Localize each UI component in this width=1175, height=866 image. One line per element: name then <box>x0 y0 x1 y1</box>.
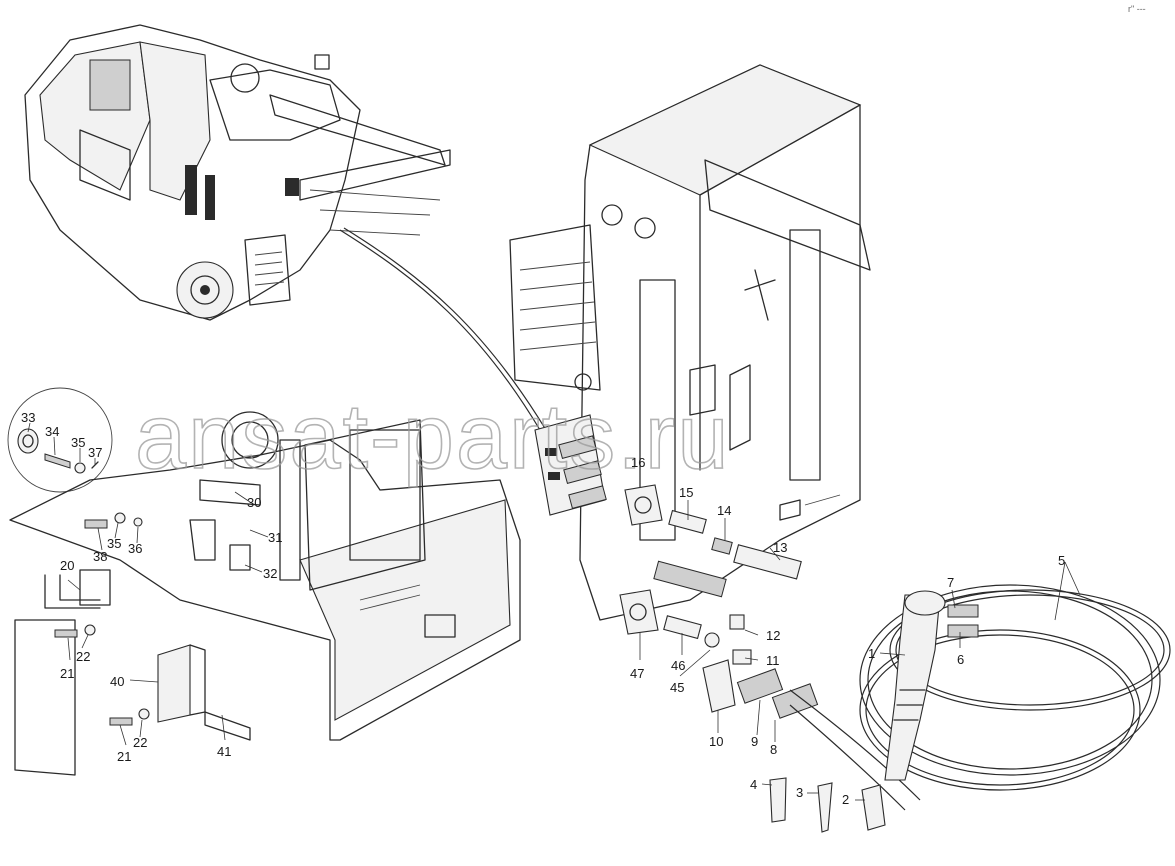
callout-label: 8 <box>770 742 777 757</box>
callout-label: 14 <box>717 503 731 518</box>
machine-overview <box>24 24 451 321</box>
callout-label: 13 <box>773 540 787 555</box>
callout-label: 36 <box>128 541 142 556</box>
frame-assembly <box>9 411 521 776</box>
callout-label: 4 <box>750 777 757 792</box>
callout-label: 6 <box>957 652 964 667</box>
valve-block <box>534 414 607 516</box>
callout-label: 30 <box>247 495 261 510</box>
callout-label: 22 <box>133 735 147 750</box>
callout-label: 22 <box>76 649 90 664</box>
routing-hose <box>339 229 541 431</box>
callout-label: 5 <box>1058 553 1065 568</box>
leader-lines <box>27 422 1081 801</box>
callout-label: 45 <box>670 680 684 695</box>
callout-label: 31 <box>268 530 282 545</box>
callout-label: 41 <box>217 744 231 759</box>
callout-label: 46 <box>671 658 685 673</box>
callout-label: 33 <box>21 410 35 425</box>
corner-mark: r" --- <box>1128 4 1146 14</box>
watermark-text: ansat-parts.ru <box>135 386 731 488</box>
callout-label: 32 <box>263 566 277 581</box>
callout-labels: 1 2 3 4 5 6 7 8 9 10 11 12 13 14 15 16 2… <box>21 410 1065 807</box>
callout-label: 3 <box>796 785 803 800</box>
callout-label: 1 <box>868 646 875 661</box>
callout-label: 7 <box>947 575 954 590</box>
callout-label: 34 <box>45 424 59 439</box>
callout-label: 35 <box>107 536 121 551</box>
callout-label: 2 <box>842 792 849 807</box>
detail-circle <box>7 387 113 493</box>
callout-label: 47 <box>630 666 644 681</box>
callout-label: 9 <box>751 734 758 749</box>
callout-label: 10 <box>709 734 723 749</box>
callout-label: 16 <box>631 455 645 470</box>
fittings-parts <box>619 484 841 719</box>
callout-label: 12 <box>766 628 780 643</box>
callout-label: 35 <box>71 435 85 450</box>
callout-label: 21 <box>60 666 74 681</box>
callout-label: 40 <box>110 674 124 689</box>
callout-label: 11 <box>766 653 780 668</box>
hose-coil-and-tool <box>789 584 1171 811</box>
tower-assembly <box>509 64 871 621</box>
callout-label: 38 <box>93 549 107 564</box>
callout-label: 37 <box>88 445 102 460</box>
callout-label: 15 <box>679 485 693 500</box>
callout-label: 20 <box>60 558 74 573</box>
callout-label: 21 <box>117 749 131 764</box>
chisels <box>769 777 886 833</box>
